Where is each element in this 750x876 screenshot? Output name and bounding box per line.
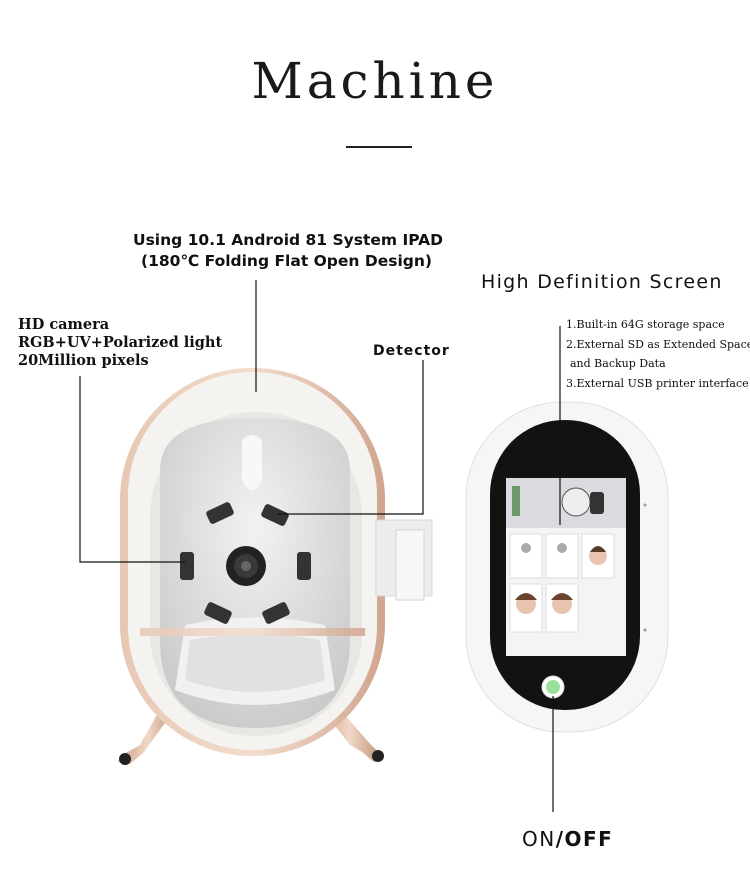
- feature-1: 1.Built-in 64G storage space: [566, 318, 725, 331]
- title-underline: [346, 146, 412, 148]
- hinge: [375, 519, 433, 601]
- camera-module: [226, 546, 266, 586]
- ipad-annotation-line-1: Using 10.1 Android 81 System IPAD: [133, 231, 444, 249]
- screen-heading: High Definition Screen: [481, 271, 723, 293]
- on-off-label: ON/OFF: [522, 827, 613, 851]
- camera-annotation-line-2: RGB+UV+Polarized light: [18, 334, 223, 351]
- detector-annotation: Detector: [373, 343, 450, 359]
- leader-lines: [79, 280, 561, 812]
- feature-2-continued: and Backup Data: [570, 357, 666, 370]
- page-title: Machine: [251, 52, 499, 110]
- ipad-annotation: Using 10.1 Android 81 System IPAD (180℃ …: [133, 230, 443, 272]
- detector-lights: [180, 502, 311, 624]
- screen-features: 1.Built-in 64G storage space 2.External …: [566, 315, 750, 393]
- camera-annotation: HD camera RGB+UV+Polarized light 20Milli…: [18, 316, 222, 370]
- power-button: [541, 675, 565, 699]
- feature-3: 3.External USB printer interface: [566, 376, 749, 390]
- feature-2: 2.External SD as Extended Space: [566, 337, 750, 351]
- screen-panel: [465, 401, 669, 733]
- camera-annotation-line-3: 20Million pixels: [18, 352, 149, 369]
- on-label: ON: [522, 827, 556, 851]
- off-label: /OFF: [555, 827, 614, 851]
- ipad-annotation-line-2: (180℃ Folding Flat Open Design): [141, 252, 432, 270]
- camera-annotation-line-1: HD camera: [18, 316, 110, 333]
